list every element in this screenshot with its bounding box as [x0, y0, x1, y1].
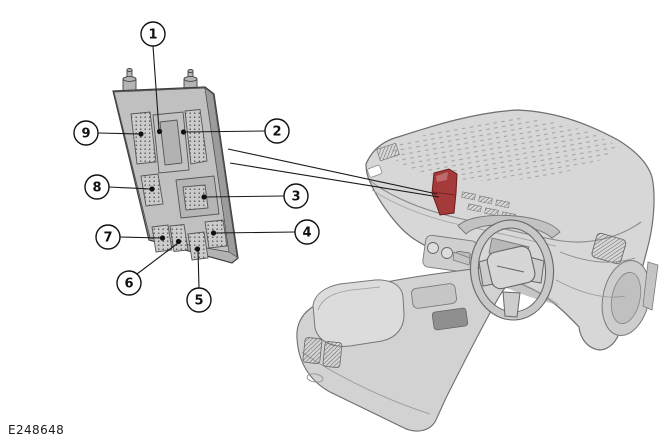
callout-bubble: [264, 118, 290, 144]
dash-vent-slots: [461, 191, 516, 221]
callout-line: [119, 236, 163, 239]
callout-line: [204, 195, 285, 198]
dash-end-bracket: [642, 261, 659, 311]
callout-bubble: [140, 21, 166, 47]
callout-4: 4: [210, 219, 320, 245]
callout-number: 3: [291, 190, 300, 205]
leader-line-upper: [227, 148, 438, 195]
callout-dot: [210, 230, 217, 236]
callout-7: 7: [95, 224, 166, 250]
callout-line: [197, 249, 200, 289]
location-leader-lines: [227, 148, 440, 198]
module-connectors: [130, 109, 228, 261]
leader-line-lower: [229, 162, 440, 198]
callout-3: 3: [201, 183, 309, 209]
callout-line: [152, 45, 160, 131]
defroster-grille: [390, 118, 620, 182]
callout-bubble: [116, 270, 142, 296]
instrument-cluster-hood: [457, 214, 561, 239]
module-location-highlight: [431, 168, 458, 216]
console-vent-grille-right: [322, 341, 343, 368]
callout-number: 8: [92, 181, 101, 196]
glovebox-seam-upper: [559, 251, 636, 263]
figure-id-label: E248648: [8, 423, 65, 437]
callout-number: 1: [148, 28, 157, 43]
callout-6: 6: [116, 238, 182, 296]
wheel-rim-outer: [469, 219, 555, 321]
climate-control-panel: [422, 234, 478, 274]
armrest: [312, 279, 405, 347]
callout-dot: [156, 128, 163, 135]
callout-number: 4: [302, 226, 311, 241]
callout-line: [108, 186, 152, 190]
callout-number: 7: [103, 231, 112, 246]
callout-5: 5: [186, 246, 212, 313]
airbag-pad: [486, 245, 536, 290]
mounting-post-left: [122, 68, 137, 93]
callout-2: 2: [180, 118, 290, 144]
console-tray: [411, 283, 457, 309]
callout-bubble: [84, 174, 110, 200]
callout-dot: [201, 194, 207, 200]
callout-line: [214, 231, 296, 234]
callout-number: 5: [194, 294, 203, 309]
callout-line: [136, 242, 179, 275]
callout-number: 6: [124, 277, 133, 292]
airbag-pad-slot: [496, 265, 525, 273]
callout-bubble: [73, 120, 99, 146]
dash-left-slot: [367, 165, 383, 178]
callout-dot: [194, 246, 201, 252]
glovebox-seam-lower: [555, 279, 626, 298]
callout-number: 9: [81, 127, 90, 142]
highlight-sheen: [436, 172, 448, 182]
dash-corner-grille: [376, 142, 400, 162]
control-module-illustration: [112, 68, 239, 264]
callout-bubble: [186, 287, 212, 313]
callout-dot: [138, 131, 144, 137]
callout-dot: [149, 186, 155, 192]
callout-8: 8: [84, 174, 155, 200]
callouts: 1 2 3 4 5 6: [73, 21, 320, 313]
center-console: [296, 265, 509, 432]
callout-1: 1: [140, 21, 166, 135]
console-vent-grille-left: [302, 337, 323, 364]
wiper-stalk: [452, 251, 471, 266]
callout-bubble: [95, 224, 121, 250]
callout-9: 9: [73, 120, 144, 146]
callout-number: 2: [272, 125, 281, 140]
dash-end-cap-inner: [610, 271, 642, 325]
callout-dot: [180, 129, 187, 135]
steering-wheel: [452, 219, 555, 321]
speaker-grille: [591, 232, 627, 265]
console-front-badge: [306, 373, 324, 383]
callout-line: [183, 130, 266, 133]
callout-dot: [159, 235, 166, 241]
instrument-panel-illustration: [296, 109, 659, 432]
console-opening: [431, 307, 469, 331]
armrest-seam: [317, 286, 381, 311]
callout-bubble: [294, 219, 320, 245]
callout-dot: [175, 238, 182, 245]
callout-line: [97, 132, 141, 135]
highlight-ridge-line: [432, 191, 456, 196]
callout-bubble: [283, 183, 309, 209]
connector-bracket-inner: [159, 119, 183, 166]
